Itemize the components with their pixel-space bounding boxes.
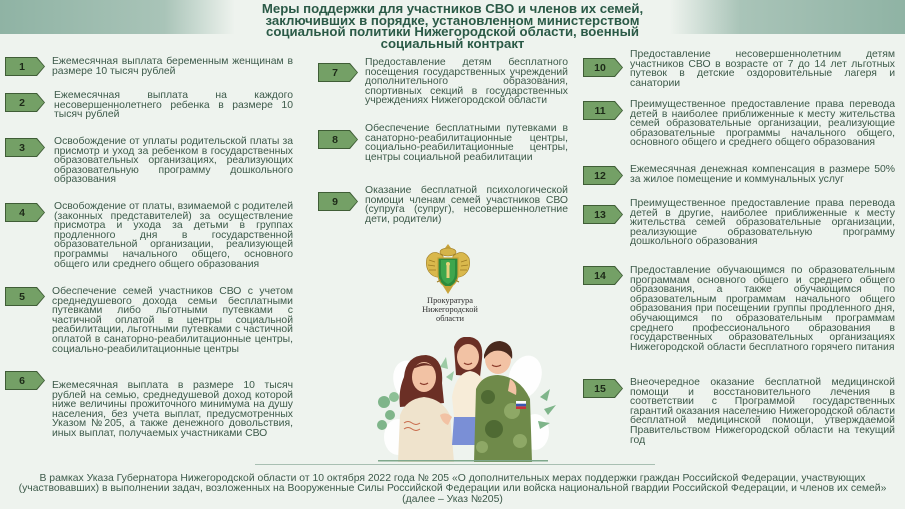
measure-item-14: 14 Предоставление обучающимся по образов…: [583, 265, 895, 353]
measure-text: Обеспечение семей участников СВО с учето…: [52, 286, 293, 355]
header-band-left: [0, 0, 235, 34]
measure-item-3: 3 Освобождение от уплаты родительской пл…: [5, 136, 293, 186]
measure-item-5: 5 Обеспечение семей участников СВО с уче…: [5, 286, 293, 355]
measure-item-8: 8 Обеспечение бесплатными путевками в са…: [318, 123, 568, 163]
measure-text: Преимущественное предоставление права пе…: [630, 198, 895, 248]
measure-text: Оказание бесплатной психологической помо…: [365, 185, 568, 225]
measure-item-10: 10 Предоставление несовершеннолетним дет…: [583, 49, 895, 89]
measure-text: Предоставление несовершеннолетним детям …: [630, 49, 895, 89]
measure-item-7: 7 Предоставление детям бесплатного посещ…: [318, 57, 568, 107]
measure-text: Ежемесячная выплата на каждого несоверше…: [54, 90, 293, 121]
page-title: Меры поддержки для участников СВО и член…: [261, 1, 644, 51]
number-badge: 14: [583, 266, 623, 285]
number-badge: 10: [583, 58, 623, 77]
measure-item-9: 9 Оказание бесплатной психологической по…: [318, 185, 568, 225]
measure-text: Обеспечение бесплатными путевками в сана…: [365, 123, 568, 163]
measure-text: Ежемесячная денежная компенсация в разме…: [630, 164, 895, 185]
measure-item-2: 2 Ежемесячная выплата на каждого несовер…: [5, 90, 293, 121]
measure-item-11: 11 Преимущественное предоставление права…: [583, 99, 895, 149]
measure-text: Освобождение от платы, взимаемой с родит…: [54, 201, 293, 270]
prosecutor-emblem-icon: [426, 244, 470, 294]
header-band-right: [670, 0, 905, 34]
family-illustration: [377, 337, 556, 462]
number-badge: 1: [5, 57, 45, 76]
number-badge: 7: [318, 63, 358, 82]
measure-text: Ежемесячная выплата в размере 10 тысяч р…: [52, 380, 293, 439]
number-badge: 4: [5, 203, 45, 222]
measure-text: Предоставление детям бесплатного посещен…: [365, 57, 568, 107]
number-badge: 13: [583, 205, 623, 224]
measure-text: Ежемесячная выплата беременным женщинам …: [52, 56, 293, 77]
measure-item-1: 1 Ежемесячная выплата беременным женщина…: [5, 56, 293, 77]
measure-text: Внеочередное оказание бесплатной медицин…: [630, 377, 895, 446]
number-badge: 12: [583, 166, 623, 185]
measure-item-4: 4 Освобождение от платы, взимаемой с род…: [5, 201, 293, 270]
measure-text: Освобождение от уплаты родительской плат…: [54, 136, 293, 186]
number-badge: 8: [318, 130, 358, 149]
measure-item-6: 6 Ежемесячная выплата в размере 10 тысяч…: [5, 371, 293, 439]
number-badge: 2: [5, 93, 45, 112]
number-badge: 3: [5, 138, 45, 157]
number-badge: 11: [583, 101, 623, 120]
measure-text: Преимущественное предоставление права пе…: [630, 99, 895, 149]
measure-item-15: 15 Внеочередное оказание бесплатной меди…: [583, 377, 895, 446]
number-badge: 5: [5, 287, 45, 306]
footer-divider: [255, 464, 655, 465]
number-badge: 6: [5, 371, 45, 390]
measure-text: Предоставление обучающимся по образовате…: [630, 265, 895, 353]
measure-item-12: 12 Ежемесячная денежная компенсация в ра…: [583, 164, 895, 185]
number-badge: 15: [583, 379, 623, 398]
number-badge: 9: [318, 192, 358, 211]
organization-name: Прокуратура Нижегородской области: [422, 296, 478, 323]
footer-note: В рамках Указа Губернатора Нижегородской…: [18, 473, 887, 505]
measure-item-13: 13 Преимущественное предоставление права…: [583, 198, 895, 248]
